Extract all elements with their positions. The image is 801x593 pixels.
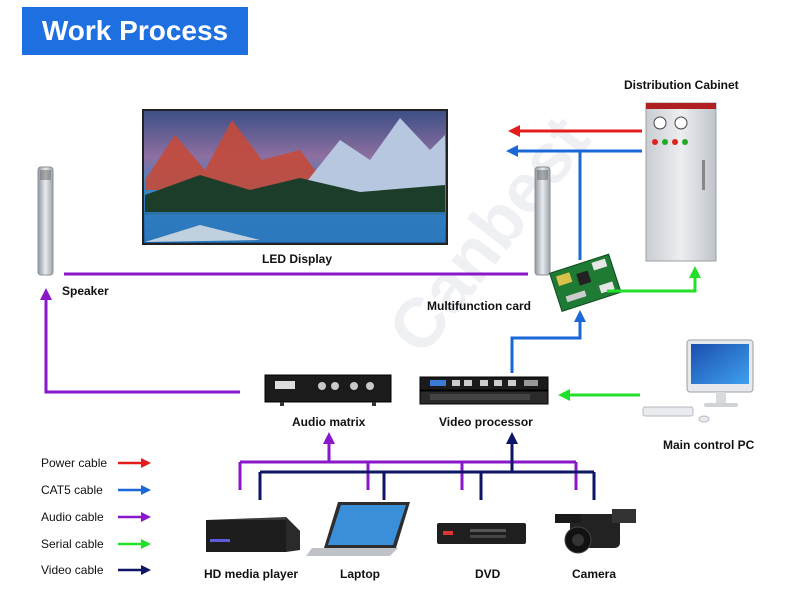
legend-power-label: Power cable [41, 456, 108, 470]
camera-label: Camera [572, 567, 617, 581]
page-title: Work Process [41, 15, 229, 46]
speaker-icon [534, 166, 551, 276]
led-screen-icon [142, 109, 448, 245]
video-processor-label: Video processor [439, 415, 533, 429]
hd-media-player-label: HD media player [204, 567, 299, 581]
distribution-cabinet-label: Distribution Cabinet [624, 78, 739, 92]
legend-cat5-label: CAT5 cable [41, 483, 103, 497]
legend-audio-label: Audio cable [41, 510, 104, 524]
legend-serial-label: Serial cable [41, 537, 104, 551]
desktop-pc-icon [642, 339, 754, 423]
speaker-icon [37, 166, 54, 276]
main-control-pc-label: Main control PC [663, 438, 755, 452]
audio-matrix-icon [264, 374, 392, 406]
laptop-icon [306, 502, 410, 556]
distribution-cabinet-icon [645, 102, 717, 262]
dvd-player-icon [437, 523, 526, 544]
led-display-label: LED Display [262, 252, 333, 266]
control-card-icon [549, 253, 622, 313]
legend-video-label: Video cable [41, 563, 104, 577]
serial-cable-line [607, 266, 701, 293]
video-camera-icon [555, 509, 636, 554]
multifunction-card-label: Multifunction card [427, 299, 531, 313]
video-processor-icon [419, 376, 549, 405]
audio-cable-line [40, 288, 240, 394]
dvd-label: DVD [475, 567, 501, 581]
speaker-label: Speaker [62, 284, 109, 298]
media-player-icon [206, 517, 300, 552]
cat5-cable-line [510, 310, 586, 373]
audio-matrix-label: Audio matrix [292, 415, 366, 429]
title-banner: Work Process [22, 7, 248, 55]
laptop-label: Laptop [340, 567, 380, 581]
